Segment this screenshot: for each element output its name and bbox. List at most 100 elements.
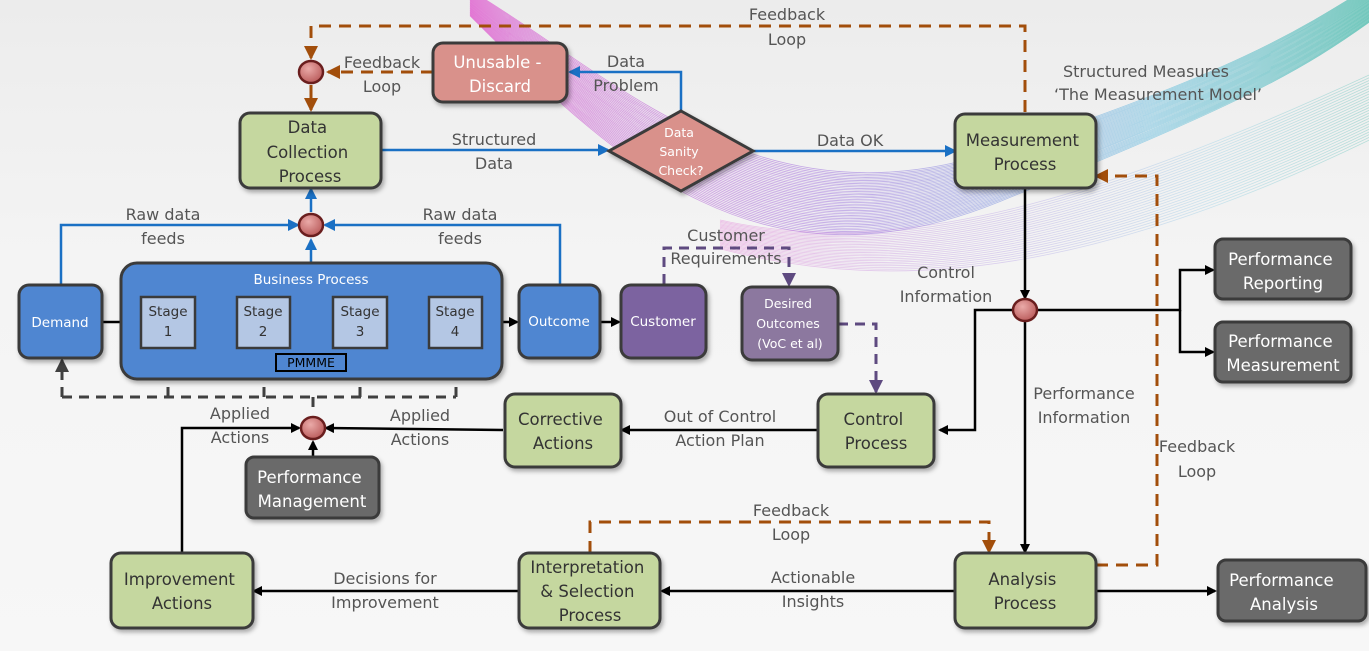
applied-actions-right-line: [324, 423, 504, 434]
junction-feedback: [297, 59, 325, 85]
wave-line: [469, 12, 1369, 229]
data-sanity-check-diamond[interactable]: [605, 109, 757, 193]
junction-control: [1011, 297, 1039, 323]
performance-management-box[interactable]: [244, 455, 381, 520]
applied-actions-left-line: [180, 423, 301, 552]
wave-line: [469, 14, 1369, 232]
wave-line: [469, 11, 1369, 226]
wave-line: [469, 10, 1369, 224]
decorative-wave-background: [469, 0, 1369, 272]
wave-line: [469, 10, 1369, 223]
control-process-label: Control Process: [844, 410, 909, 453]
desired-outcomes-label: Desired Outcomes (VoC et al): [756, 296, 824, 351]
junction-to-reporting-line: [1038, 265, 1215, 312]
wave-line: [719, 80, 1369, 236]
wave-line: [469, 12, 1369, 228]
wave-line: [719, 134, 1369, 268]
wave-line: [719, 109, 1369, 253]
raw-feed-right-line: [323, 219, 562, 284]
junction-applied-actions: [299, 415, 327, 441]
wave-line: [469, 8, 1369, 220]
data-problem-line: [568, 66, 683, 111]
wave-line: [469, 2, 1369, 205]
wave-line: [469, 13, 1369, 231]
unusable-discard-box[interactable]: [431, 41, 569, 104]
pmmme-label: PMMME: [287, 355, 335, 370]
wave-line: [469, 4, 1369, 210]
performance-analysis-label: Performance Analysis: [1229, 571, 1339, 614]
wave-line: [719, 96, 1369, 245]
control-process-box[interactable]: [816, 392, 936, 469]
stage-3-box[interactable]: [331, 295, 389, 350]
wave-line: [719, 112, 1369, 255]
wave-line: [719, 82, 1369, 238]
stage-1-box[interactable]: [139, 295, 197, 350]
wave-line: [719, 90, 1369, 242]
raw-feed-left-line: [59, 219, 300, 284]
wave-line: [719, 77, 1369, 235]
corrective-actions-label: Corrective Actions: [518, 410, 608, 453]
unusable-discard-label: Unusable - Discard: [453, 53, 546, 96]
stage-2-box[interactable]: [235, 295, 292, 350]
wave-line: [469, 8, 1369, 218]
wave-line: [719, 117, 1369, 258]
interpretation-box[interactable]: [517, 551, 662, 630]
performance-analysis-box[interactable]: [1216, 558, 1368, 623]
wave-line: [469, 14, 1369, 234]
data-collection-label: Data Collection Process: [267, 118, 354, 186]
measurement-process-box[interactable]: [953, 112, 1098, 190]
control-information-line: [938, 308, 1013, 435]
demand-box[interactable]: [17, 283, 104, 360]
wave-line: [719, 120, 1369, 260]
wave-line: [719, 126, 1369, 263]
performance-reporting-label: Performance Reporting: [1228, 250, 1338, 293]
wave-line: [719, 85, 1369, 239]
performance-management-label: Performance Management: [257, 468, 367, 511]
performance-measurement-box[interactable]: [1213, 320, 1353, 384]
junction-to-measurement-line: [1178, 310, 1215, 357]
wave-line: [469, 6, 1369, 215]
outcome-box[interactable]: [517, 283, 602, 360]
feedback-line-right: [1094, 169, 1159, 567]
business-process-title: Business Process: [253, 272, 368, 288]
performance-reporting-box[interactable]: [1213, 237, 1353, 301]
wave-line: [469, 5, 1369, 212]
desired-outcomes-box[interactable]: [740, 285, 840, 362]
feedback-line-top: [304, 24, 1027, 112]
wave-line: [719, 115, 1369, 257]
wave-line: [719, 128, 1369, 265]
outcome-label: Outcome: [528, 314, 590, 330]
feedback-line-bottom: [588, 520, 996, 554]
wave-line: [469, 7, 1369, 216]
data-collection-box[interactable]: [238, 111, 383, 190]
wave-line: [469, 4, 1369, 208]
demand-label: Demand: [31, 315, 88, 331]
business-process-container[interactable]: [119, 261, 504, 381]
analysis-process-box[interactable]: [953, 551, 1098, 630]
interpretation-label: Interpretation & Selection Process: [530, 558, 649, 625]
corrective-actions-box[interactable]: [503, 392, 623, 469]
wave-line: [719, 104, 1369, 250]
performance-measurement-label: Performance Measurement: [1226, 332, 1340, 375]
stage-4-box[interactable]: [427, 295, 484, 350]
wave-line: [719, 74, 1369, 233]
improvement-actions-box[interactable]: [109, 551, 255, 630]
customer-label: Customer: [630, 314, 696, 330]
wave-line: [469, 6, 1369, 213]
customer-box[interactable]: [619, 283, 708, 360]
